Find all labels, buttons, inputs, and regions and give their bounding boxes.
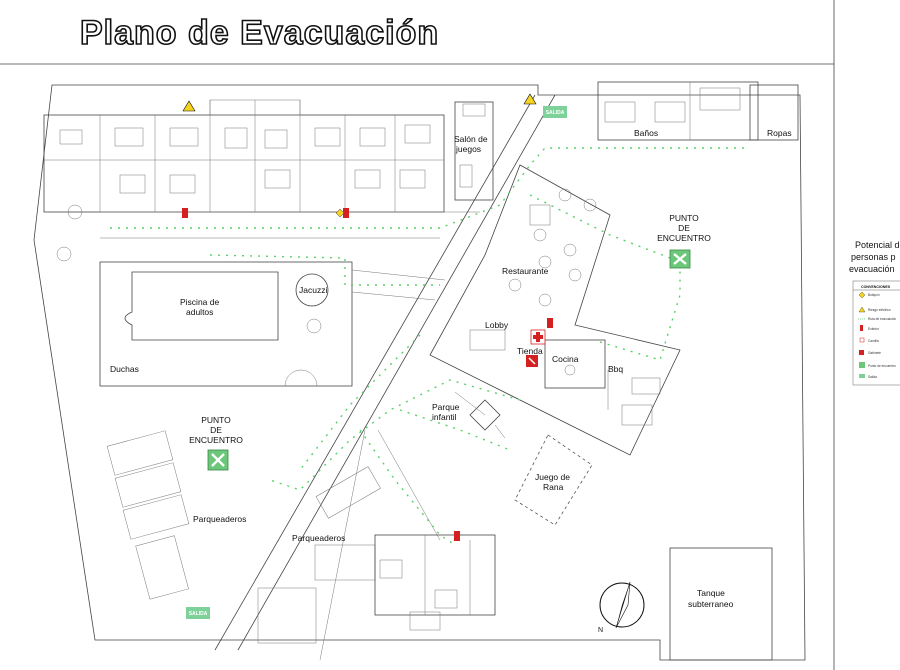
svg-text:Ruta de evacuación: Ruta de evacuación xyxy=(868,317,896,321)
kitchen xyxy=(544,339,606,389)
restaurant-tables xyxy=(469,188,597,351)
map-title: Plano de Evacuación xyxy=(80,14,439,52)
svg-text:Extintor: Extintor xyxy=(868,327,880,331)
side-note-line-2: personas p xyxy=(851,252,896,262)
svg-text:Punto de encuentro: Punto de encuentro xyxy=(868,364,896,368)
exit-sign-bottom: SALIDA xyxy=(186,607,210,619)
first-aid-kit-icon xyxy=(335,208,345,218)
evacuation-routes xyxy=(110,147,750,546)
svg-text:SALIDA: SALIDA xyxy=(189,611,208,617)
label-ropas: Ropas xyxy=(767,128,792,138)
first-aid-icon xyxy=(530,329,546,345)
label-rana-2: Rana xyxy=(543,482,564,492)
cabinet-icon xyxy=(526,355,538,367)
playground xyxy=(454,391,506,439)
meeting-label-right-2: DE xyxy=(678,223,690,233)
label-parqueaderos-left: Parqueaderos xyxy=(193,514,246,524)
label-salon-juegos-2: juegos xyxy=(455,144,481,154)
restaurant-block xyxy=(429,164,681,456)
svg-text:Camilla: Camilla xyxy=(868,339,879,343)
site-boundary xyxy=(33,84,806,661)
side-note-line-3: evacuación xyxy=(849,264,895,274)
bbq-area xyxy=(607,370,661,426)
legend: CONVENCIONES Botiquín Riesgo eléctrico R… xyxy=(852,280,900,386)
svg-text:Botiquín: Botiquín xyxy=(868,293,880,297)
meeting-label-right-1: PUNTO xyxy=(669,213,699,223)
label-parqueaderos-center: Parqueaderos xyxy=(292,533,345,543)
meeting-label-left-3: ENCUENTRO xyxy=(189,435,243,445)
svg-text:Salida: Salida xyxy=(868,375,877,379)
label-piscina-2: adultos xyxy=(186,307,213,317)
label-bbq: Bbq xyxy=(608,364,623,374)
diagonal-road xyxy=(214,94,556,661)
meeting-label-right-3: ENCUENTRO xyxy=(657,233,711,243)
electrical-risk-icon xyxy=(182,93,537,112)
legend-title: CONVENCIONES xyxy=(861,285,891,289)
parking-left xyxy=(106,430,190,600)
label-restaurante: Restaurante xyxy=(502,266,549,276)
side-note-line-1: Potencial d xyxy=(855,240,900,250)
label-lobby: Lobby xyxy=(485,320,509,330)
label-tanque-2: subterraneo xyxy=(688,599,734,609)
meeting-label-left-1: PUNTO xyxy=(201,415,231,425)
parking-center xyxy=(257,466,381,644)
fire-extinguisher-icon xyxy=(182,208,553,541)
label-salon-juegos-1: Salón de xyxy=(454,134,488,144)
exit-sign-top: SALIDA xyxy=(543,106,567,118)
label-cocina: Cocina xyxy=(552,354,579,364)
svg-text:SALIDA: SALIDA xyxy=(546,110,565,116)
svg-text:Gabinete: Gabinete xyxy=(868,351,881,355)
pool-walkway xyxy=(351,269,446,301)
meeting-point-right xyxy=(669,249,691,269)
pool-area xyxy=(99,261,353,387)
label-jacuzzi: Jacuzzi xyxy=(299,285,327,295)
underground-tank xyxy=(669,547,773,661)
svg-text:N: N xyxy=(598,627,603,634)
svg-text:Riesgo eléctrico: Riesgo eléctrico xyxy=(868,308,891,312)
meeting-label-left-2: DE xyxy=(210,425,222,435)
meeting-point-left xyxy=(207,449,229,471)
north-compass-icon: N xyxy=(598,581,645,634)
label-tienda: Tienda xyxy=(517,346,543,356)
label-parque-2: infantil xyxy=(432,412,457,422)
label-piscina-1: Piscina de xyxy=(180,297,219,307)
label-rana-1: Juego de xyxy=(535,472,570,482)
label-parque-1: Parque xyxy=(432,402,460,412)
bottom-cabins xyxy=(374,534,496,631)
top-building xyxy=(43,99,480,262)
label-duchas: Duchas xyxy=(110,364,139,374)
label-tanque-1: Tanque xyxy=(697,588,725,598)
bathrooms-building xyxy=(597,81,799,141)
label-banos: Baños xyxy=(634,128,658,138)
